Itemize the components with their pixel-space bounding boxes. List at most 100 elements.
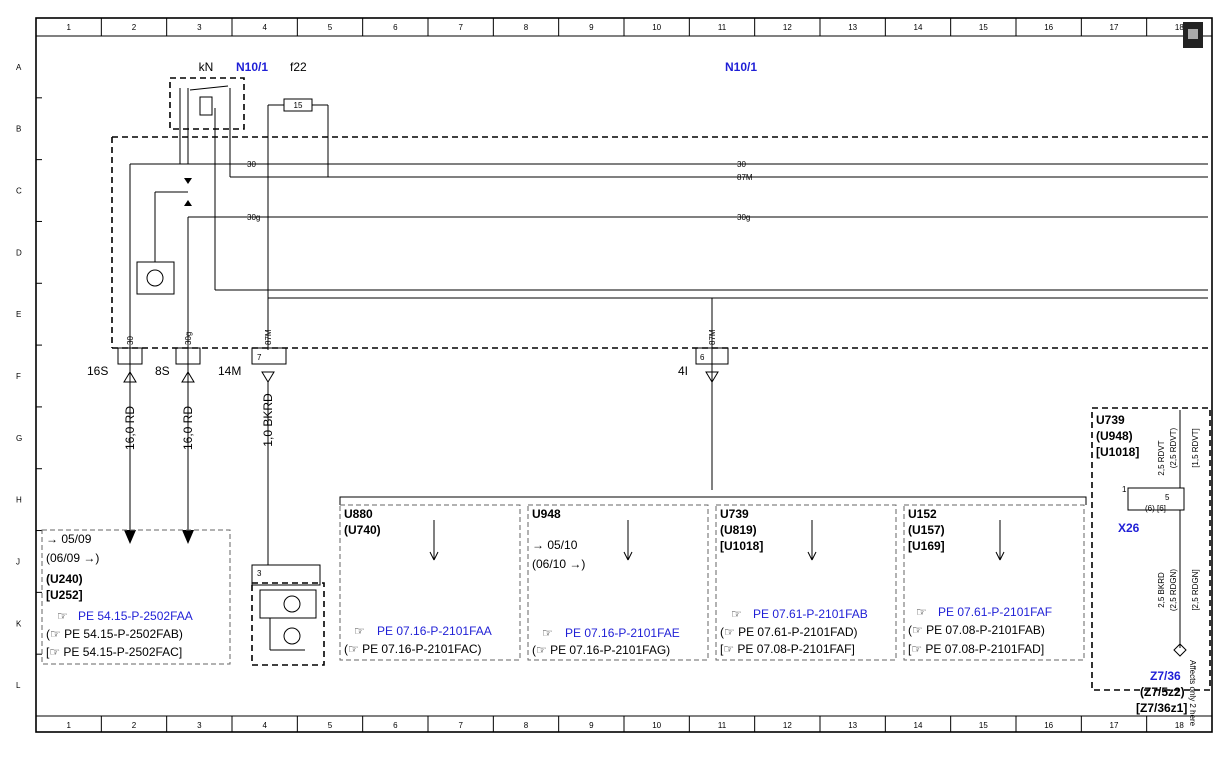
reference: (☞ PE 07.16-P-2101FAC) — [344, 642, 481, 656]
grid-column-label: 7 — [458, 23, 463, 32]
diode — [184, 200, 192, 206]
grid-column-label: 10 — [652, 23, 661, 32]
pin-16s-label: 16S — [87, 364, 108, 378]
motor-connector — [251, 564, 321, 586]
transistor-icon — [146, 269, 164, 287]
pin-label: 30 — [126, 336, 135, 345]
code: (U240) — [46, 572, 83, 586]
grid-row-label: L — [16, 681, 21, 690]
transistor-icon — [283, 595, 301, 613]
relay-switch — [189, 85, 229, 91]
code: U739 — [1096, 413, 1125, 427]
arrow-down — [182, 530, 194, 544]
relay-kn-box — [169, 77, 245, 130]
code: [U1018] — [1096, 445, 1139, 459]
wire-gauge: 1,0 BKRD — [261, 393, 275, 447]
motor-icon — [283, 627, 301, 645]
pin-number: 6 — [700, 353, 705, 362]
wire-gauge: (2,5 RDVT) — [1169, 427, 1178, 468]
reference: (☞ PE 54.15-P-2502FAB) — [46, 627, 183, 641]
code: (U740) — [344, 523, 381, 537]
reference-link[interactable]: PE 07.16-P-2101FAE — [565, 626, 680, 640]
grid-column-label: 2 — [132, 23, 137, 32]
pin-14m-label: 14M — [218, 364, 241, 378]
arrow-u880 — [429, 520, 439, 561]
grid-column-label: 9 — [589, 23, 594, 32]
grid-column-label: 15 — [979, 721, 988, 730]
grid-column-label: 5 — [328, 23, 333, 32]
grid-row-label: F — [16, 372, 21, 381]
diode — [184, 178, 192, 184]
relay-label: kN — [199, 60, 214, 74]
module-n10-boundary — [111, 136, 1208, 349]
reference-icon: ☞ — [354, 624, 365, 638]
wire-gauge: 2,5 BKRD — [1157, 572, 1166, 608]
grid-row-label: K — [16, 619, 22, 628]
wire-label-30: 30 — [247, 160, 256, 169]
box-u880 — [339, 504, 521, 661]
reference: (☞ PE 07.16-P-2101FAG) — [532, 643, 670, 657]
arrow-u152 — [995, 520, 1005, 561]
date-from: → 05/09 — [46, 532, 92, 546]
reference: [☞ PE 54.15-P-2502FAC] — [46, 645, 182, 659]
wire-gauge: [1,5 RDVT] — [1191, 428, 1200, 468]
reference-link[interactable]: PE 54.15-P-2502FAA — [78, 609, 193, 623]
pin-number: 5 — [1165, 493, 1170, 502]
grid-column-label: 6 — [393, 23, 398, 32]
motor-m47-box — [251, 582, 325, 666]
reference-link[interactable]: PE 07.61-P-2101FAB — [753, 607, 868, 621]
grid-column-label: 16 — [1044, 23, 1053, 32]
pin-arrow — [123, 371, 137, 383]
wire-gauge: (2,5 RDGN) — [1169, 569, 1178, 612]
module-label: N10/1 — [236, 60, 268, 74]
pin-4i-label: 4I — [678, 364, 688, 378]
grid-column-label: 3 — [197, 23, 202, 32]
pin-number: 3 — [257, 569, 262, 578]
camera-icon[interactable] — [1183, 22, 1203, 48]
arrow-u948 — [623, 520, 633, 561]
box-u739 — [715, 504, 897, 661]
reference-icon: ☞ — [57, 609, 68, 623]
code: (U948) — [1096, 429, 1133, 443]
grid-row-label: G — [16, 434, 22, 443]
grid-column-label: 4 — [262, 721, 267, 730]
reference-link[interactable]: PE 07.61-P-2101FAF — [938, 605, 1052, 619]
reference-link[interactable]: PE 07.16-P-2101FAA — [377, 624, 492, 638]
arrow-down — [124, 530, 136, 544]
fuse-label: f22 — [290, 60, 307, 74]
splice-alt: (Z7/5z2) — [1140, 685, 1185, 699]
grid-column-label: 6 — [393, 721, 398, 730]
code: [U252] — [46, 588, 83, 602]
grid-column-label: 17 — [1110, 23, 1119, 32]
box-u948 — [527, 504, 709, 661]
grid-row-label: B — [16, 125, 21, 134]
grid-column-label: 18 — [1175, 23, 1184, 32]
grid-column-label: 13 — [848, 23, 857, 32]
wire-gauge: 16,0 RD — [181, 406, 195, 450]
splice-alt: [Z7/36z1] — [1136, 701, 1187, 715]
grid-column-label: 15 — [979, 23, 988, 32]
code: U880 — [344, 507, 373, 521]
reference: (☞ PE 07.08-P-2101FAB) — [908, 623, 1045, 637]
wire-label-30g: 30g — [737, 213, 750, 222]
grid-column-label: 12 — [783, 23, 792, 32]
reference: [☞ PE 07.08-P-2101FAD] — [908, 642, 1044, 656]
reference: (☞ PE 07.61-P-2101FAD) — [720, 625, 857, 639]
grid-row-label: J — [16, 557, 20, 566]
grid-column-label: 7 — [458, 721, 463, 730]
reference: [☞ PE 07.08-P-2101FAF] — [720, 642, 855, 656]
code: U948 — [532, 507, 561, 521]
grid-column-label: 11 — [718, 721, 727, 730]
pin-16s — [117, 347, 143, 365]
box-variant-left — [41, 529, 231, 665]
arrow-u739 — [807, 520, 817, 561]
grid-column-markers: 1122334455667788991010111112121313141415… — [35, 18, 1184, 732]
splice-label: Z7/36 — [1150, 669, 1181, 683]
pin-number: 1 — [1122, 485, 1127, 494]
grid-row-label: E — [16, 310, 21, 319]
pin-arrow — [261, 371, 275, 383]
fuse-value: 15 — [294, 101, 303, 110]
code: (U157) — [908, 523, 945, 537]
grid-row-label: D — [16, 248, 22, 257]
